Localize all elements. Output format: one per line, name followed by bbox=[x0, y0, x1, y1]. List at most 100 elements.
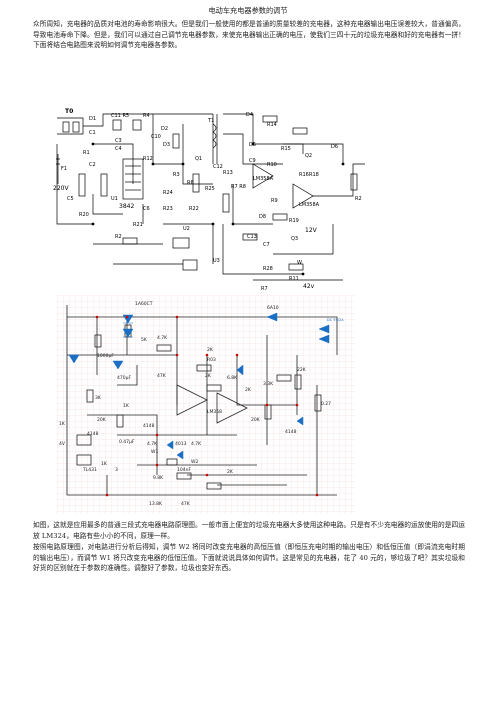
svg-text:C3: C3 bbox=[115, 138, 122, 144]
svg-text:13.8K: 13.8K bbox=[149, 501, 163, 507]
svg-text:D2: D2 bbox=[161, 126, 168, 132]
svg-text:U3: U3 bbox=[213, 258, 220, 264]
svg-text:9.8K: 9.8K bbox=[153, 475, 164, 481]
svg-text:1A60CT: 1A60CT bbox=[135, 301, 153, 307]
svg-text:4148: 4148 bbox=[87, 431, 99, 437]
svg-text:20K: 20K bbox=[251, 417, 261, 423]
svg-text:R19: R19 bbox=[289, 218, 299, 224]
svg-text:6.8K: 6.8K bbox=[227, 375, 238, 381]
svg-text:D6: D6 bbox=[331, 144, 338, 150]
svg-text:C13: C13 bbox=[247, 234, 257, 240]
svg-text:R1: R1 bbox=[83, 150, 90, 156]
svg-text:R2: R2 bbox=[115, 234, 122, 240]
svg-text:D3: D3 bbox=[163, 142, 170, 148]
svg-text:42v: 42v bbox=[303, 283, 315, 290]
svg-text:R21: R21 bbox=[133, 222, 143, 228]
svg-text:C7: C7 bbox=[263, 242, 270, 248]
svg-text:D8: D8 bbox=[259, 214, 266, 220]
svg-text:3K: 3K bbox=[95, 395, 102, 401]
svg-text:22K: 22K bbox=[297, 367, 307, 373]
intro-paragraph: 众所周知，充电器的品质对电池的寿命影响很大。但是我们一般使用的都是普通的质量较差… bbox=[33, 20, 465, 49]
svg-text:TL431: TL431 bbox=[82, 467, 97, 473]
svg-text:2K: 2K bbox=[227, 469, 234, 475]
svg-text:R25: R25 bbox=[205, 186, 215, 192]
svg-text:R18: R18 bbox=[309, 172, 319, 178]
svg-text:C4: C4 bbox=[115, 146, 122, 152]
body-paragraph: 按照电路原理图，对电路进行分析后得知，调节 W2 将同时改变充电器的高恒压值（即… bbox=[33, 543, 465, 572]
svg-text:C9: C9 bbox=[249, 158, 256, 164]
svg-text:12V: 12V bbox=[305, 227, 318, 234]
svg-text:Q2: Q2 bbox=[305, 153, 312, 159]
svg-text:4148: 4148 bbox=[285, 429, 297, 435]
svg-text:U2: U2 bbox=[183, 226, 190, 232]
svg-text:D1: D1 bbox=[89, 116, 96, 122]
svg-text:W2: W2 bbox=[191, 459, 198, 465]
svg-text:R2: R2 bbox=[355, 196, 362, 202]
svg-text:R15: R15 bbox=[281, 146, 291, 152]
svg-text:104nF: 104nF bbox=[177, 467, 191, 473]
svg-text:F1: F1 bbox=[61, 166, 67, 172]
svg-text:R7 R8: R7 R8 bbox=[231, 184, 246, 190]
svg-text:2K: 2K bbox=[207, 347, 214, 353]
svg-text:W1: W1 bbox=[151, 449, 158, 455]
svg-text:Q3: Q3 bbox=[291, 236, 298, 242]
svg-text:R23: R23 bbox=[163, 206, 173, 212]
svg-text:R28: R28 bbox=[263, 266, 273, 272]
svg-text:R13: R13 bbox=[223, 170, 233, 176]
svg-text:LM358A: LM358A bbox=[253, 176, 274, 182]
svg-text:1K: 1K bbox=[123, 403, 130, 409]
svg-text:R12: R12 bbox=[143, 156, 153, 162]
svg-text:4.7K: 4.7K bbox=[191, 441, 202, 447]
svg-text:T0: T0 bbox=[65, 108, 73, 115]
caption-paragraph: 如图，这就是应用最多的普通三段式充电器电路原理图。一般市面上便宜的垃圾充电器大多… bbox=[33, 521, 465, 540]
charger-schematic-1: T0 D1 C11 R5 R4 D2 T1 D4 R14 C10 C1 C3 C… bbox=[53, 108, 365, 292]
svg-text:5K: 5K bbox=[141, 337, 148, 343]
svg-text:4013: 4013 bbox=[175, 441, 187, 447]
svg-text:47K: 47K bbox=[157, 373, 167, 379]
svg-text:C5: C5 bbox=[67, 196, 74, 202]
svg-text:R03: R03 bbox=[207, 357, 216, 363]
svg-text:0.27: 0.27 bbox=[321, 401, 331, 407]
charger-schematic-2: 1A60CT 6A10 DC 5V/2A 4.7K 5K 1000μF 470μ… bbox=[57, 295, 355, 514]
svg-text:R16: R16 bbox=[299, 172, 309, 178]
svg-text:C1: C1 bbox=[89, 130, 96, 136]
svg-text:Q1: Q1 bbox=[195, 156, 202, 162]
svg-text:4.7K: 4.7K bbox=[147, 441, 158, 447]
svg-text:R22: R22 bbox=[189, 206, 199, 212]
svg-text:20K: 20K bbox=[97, 417, 107, 423]
svg-text:4148: 4148 bbox=[143, 423, 155, 429]
svg-text:4V: 4V bbox=[59, 441, 66, 447]
svg-text:C12: C12 bbox=[213, 164, 223, 170]
svg-text:R10: R10 bbox=[267, 162, 277, 168]
svg-text:C10: C10 bbox=[151, 134, 161, 140]
svg-text:D5: D5 bbox=[249, 142, 256, 148]
svg-text:W: W bbox=[297, 260, 302, 266]
svg-text:R3: R3 bbox=[173, 172, 180, 178]
svg-text:R11: R11 bbox=[289, 276, 299, 282]
svg-text:R20: R20 bbox=[79, 212, 89, 218]
svg-text:R7: R7 bbox=[261, 286, 268, 292]
svg-text:LM358: LM358 bbox=[207, 409, 222, 415]
svg-text:T1: T1 bbox=[207, 118, 214, 124]
svg-text:220V: 220V bbox=[53, 185, 69, 192]
svg-text:0.47μF: 0.47μF bbox=[119, 439, 135, 445]
document-title: 电动车充电器参数的调节 bbox=[208, 6, 288, 15]
svg-text:6A10: 6A10 bbox=[267, 305, 279, 311]
svg-text:R6: R6 bbox=[187, 180, 194, 186]
svg-text:1K: 1K bbox=[101, 461, 108, 467]
svg-text:R24: R24 bbox=[163, 190, 173, 196]
svg-text:DC 5V/2A: DC 5V/2A bbox=[327, 318, 344, 322]
svg-text:3.3K: 3.3K bbox=[263, 381, 274, 387]
svg-text:470μF: 470μF bbox=[117, 375, 131, 381]
svg-text:4.7K: 4.7K bbox=[157, 335, 168, 341]
svg-text:2K: 2K bbox=[245, 387, 252, 393]
svg-text:R14: R14 bbox=[267, 122, 277, 128]
svg-text:47K: 47K bbox=[181, 501, 191, 507]
svg-text:1K: 1K bbox=[59, 421, 66, 427]
svg-text:3842: 3842 bbox=[119, 203, 134, 210]
svg-text:2K: 2K bbox=[205, 373, 212, 379]
svg-text:R4: R4 bbox=[143, 113, 150, 119]
svg-text:R9: R9 bbox=[271, 198, 278, 204]
svg-text:C2: C2 bbox=[89, 162, 96, 168]
svg-text:3: 3 bbox=[115, 467, 118, 473]
